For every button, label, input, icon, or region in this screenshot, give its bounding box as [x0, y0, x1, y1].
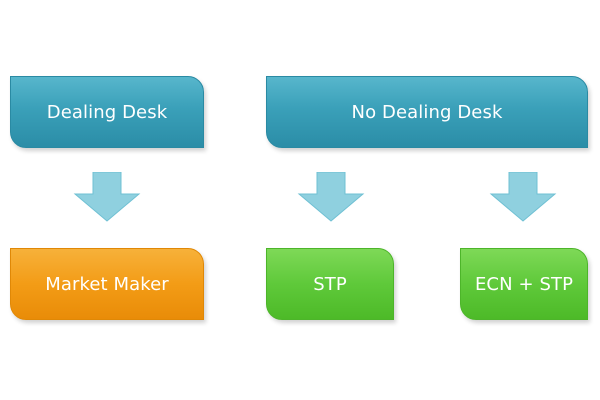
ecn-stp-label: ECN + STP [474, 273, 574, 295]
no-dealing-desk-node: No Dealing Desk [266, 76, 588, 148]
market-maker-node: Market Maker [10, 248, 204, 320]
down-arrow-icon [297, 172, 365, 222]
dealing-desk-node: Dealing Desk [10, 76, 204, 148]
down-arrow-icon [489, 172, 557, 222]
stp-label: STP [313, 273, 347, 295]
market-maker-label: Market Maker [45, 273, 169, 295]
stp-node: STP [266, 248, 394, 320]
dealing-desk-label: Dealing Desk [46, 101, 168, 123]
ecn-stp-node: ECN + STP [460, 248, 588, 320]
no-dealing-desk-label: No Dealing Desk [351, 101, 503, 123]
down-arrow-icon [73, 172, 141, 222]
